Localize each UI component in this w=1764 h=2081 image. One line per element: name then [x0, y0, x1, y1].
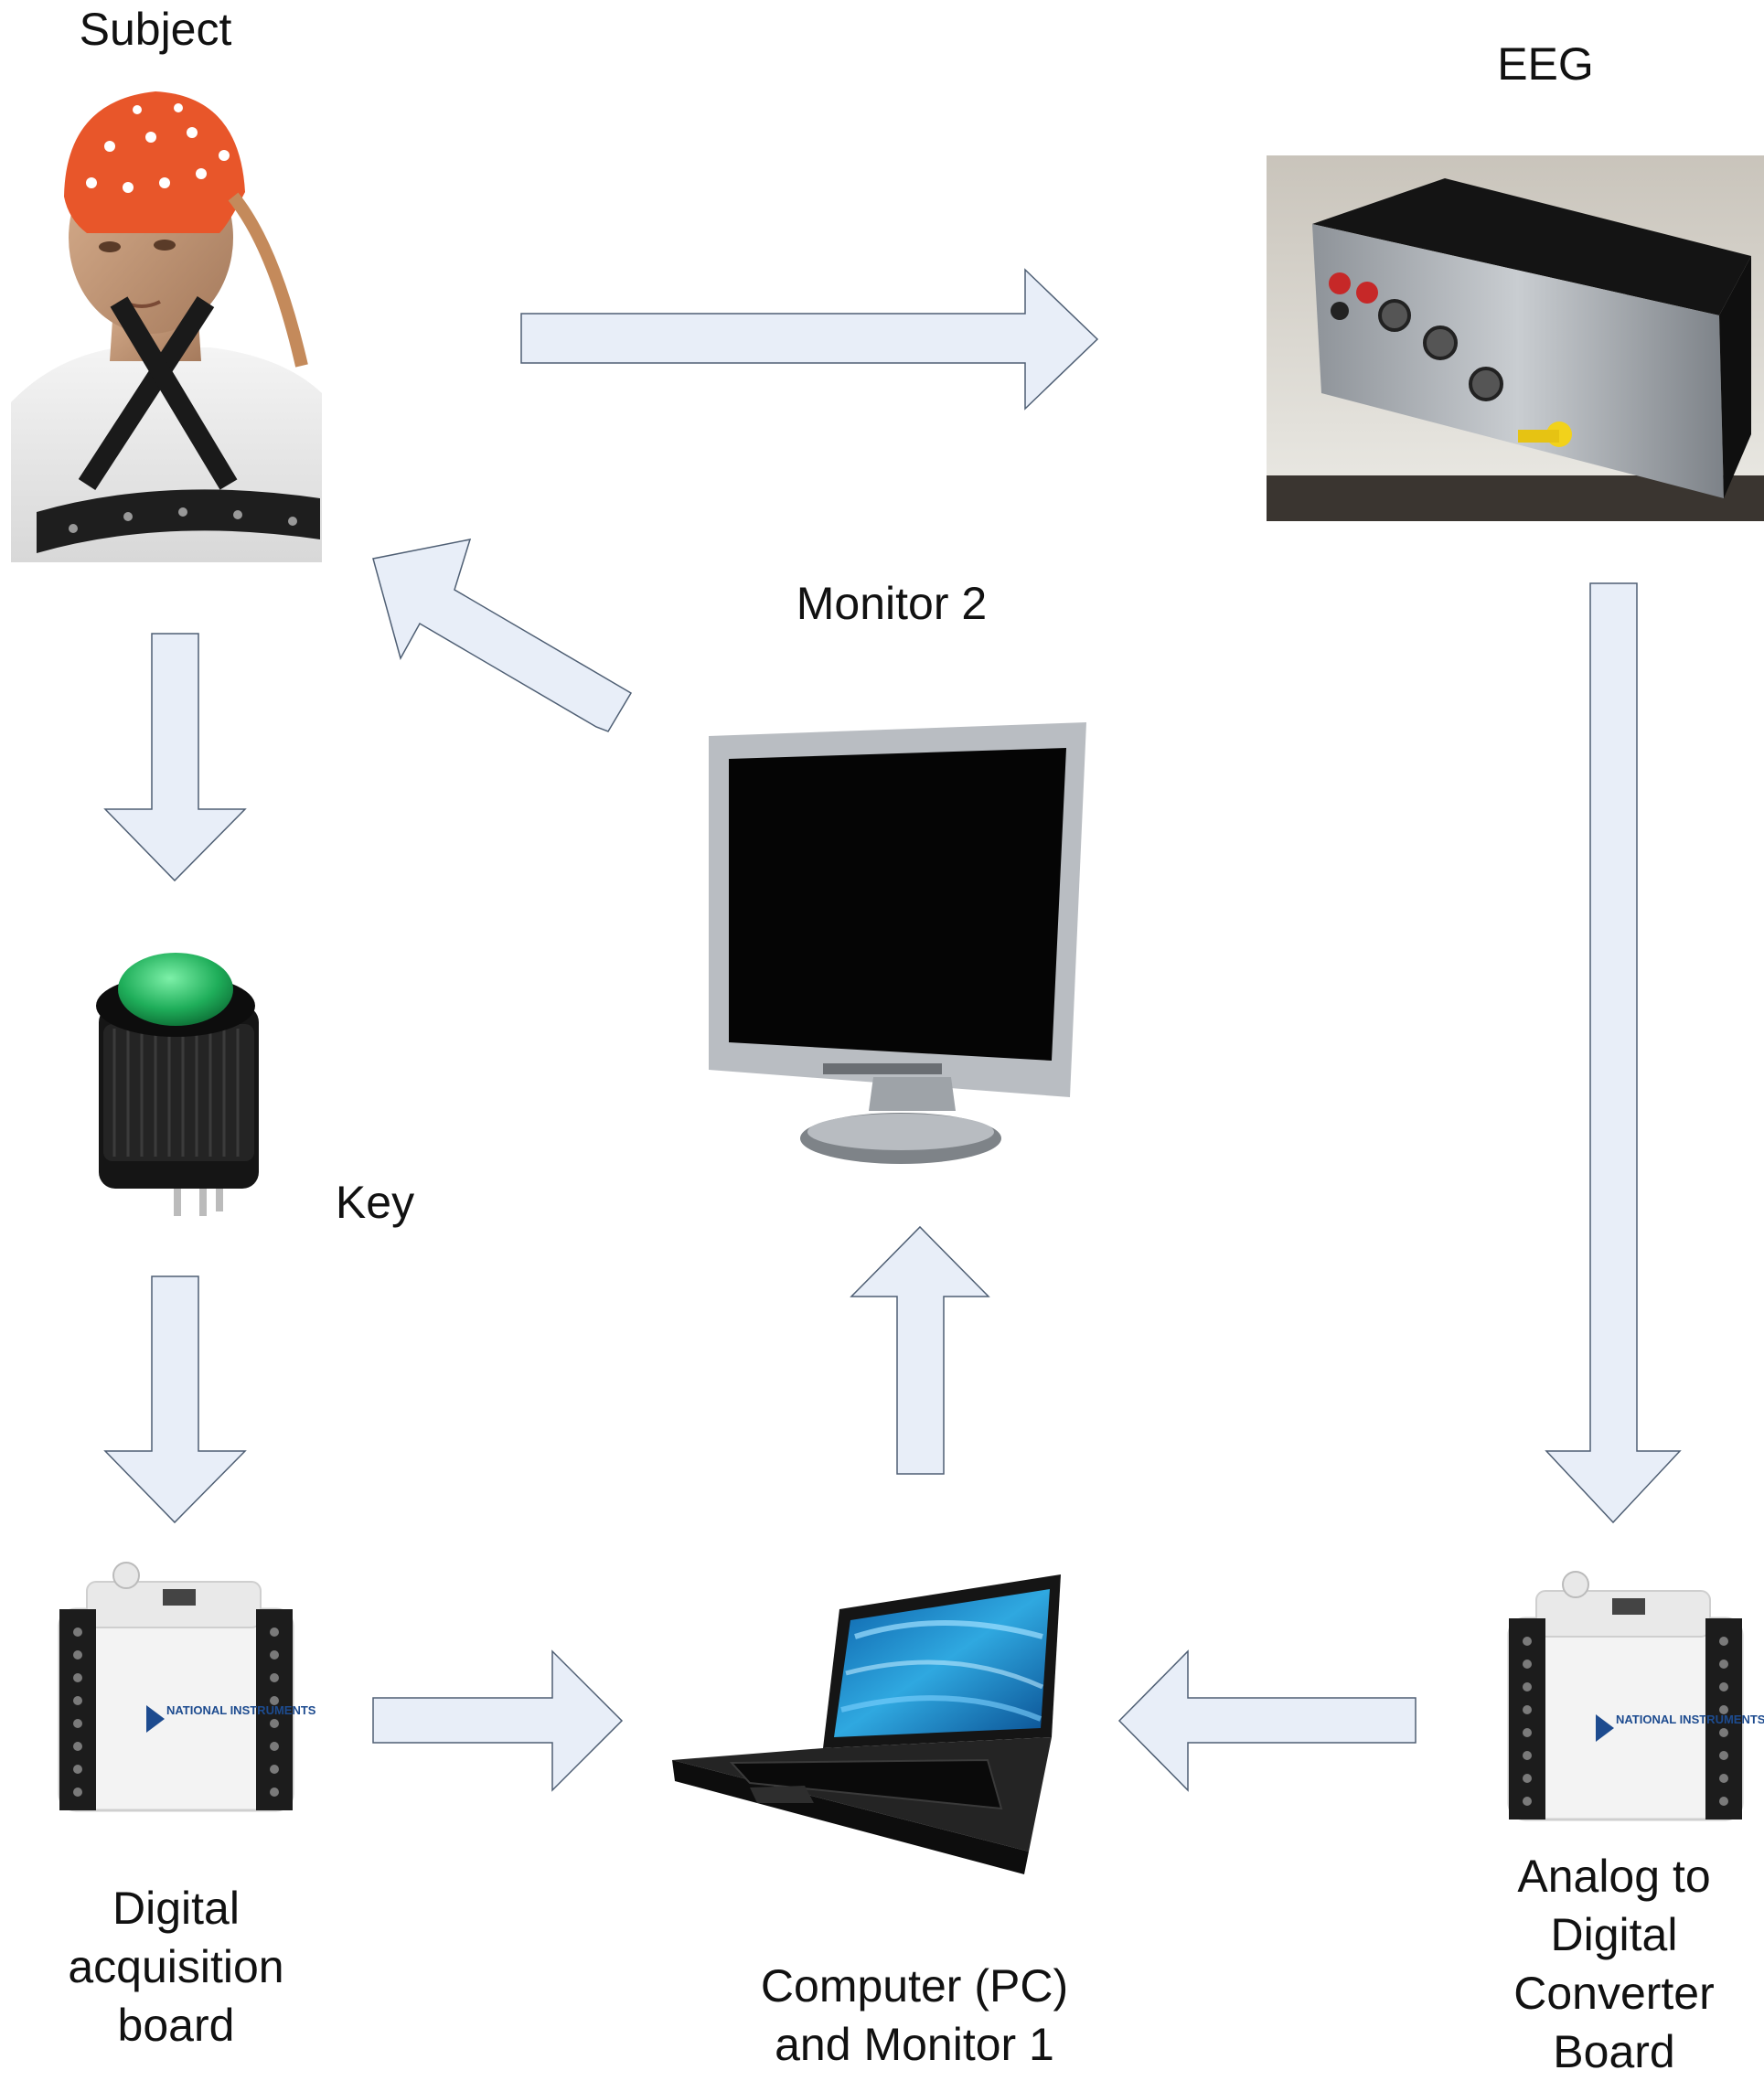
label-daq-board: Digital acquisition board: [27, 1879, 325, 2054]
adc-label-line-2: Digital: [1550, 1909, 1678, 1960]
daq-board-image: NATIONAL INSTRUMENTS: [58, 1562, 316, 1812]
eeg-amplifier-image: [1267, 155, 1764, 521]
adc-label-line-4: Board: [1553, 2026, 1675, 2077]
label-key: Key: [335, 1177, 415, 1228]
daq-brand-text: NATIONAL INSTRUMENTS: [166, 1703, 316, 1717]
arrow-monitor-to-subject: [372, 539, 633, 732]
adc-label-line-3: Converter: [1513, 1968, 1715, 2019]
arrow-pc-to-monitor: [850, 1225, 990, 1475]
pc-label-line-2: and Monitor 1: [775, 2019, 1054, 2070]
push-button-key-image: [96, 953, 259, 1216]
daq-label-line-2: acquisition: [68, 1941, 284, 1992]
daq-label-line-3: board: [117, 2000, 235, 2051]
label-adc-board: Analog to Digital Converter Board: [1463, 1847, 1764, 2081]
laptop-image: [672, 1574, 1061, 1874]
label-monitor-2: Monitor 2: [796, 578, 988, 629]
arrow-key-to-daq: [103, 1275, 247, 1524]
adc-label-line-1: Analog to: [1517, 1851, 1711, 1902]
arrow-adc-to-pc: [1117, 1649, 1417, 1792]
daq-label-line-1: Digital: [112, 1883, 240, 1934]
arrow-subject-to-eeg: [520, 268, 1099, 411]
arrow-subject-to-key: [103, 633, 247, 882]
pc-label-line-1: Computer (PC): [760, 1960, 1069, 2012]
arrow-daq-to-pc: [372, 1649, 624, 1792]
label-computer: Computer (PC) and Monitor 1: [704, 1957, 1125, 2074]
subject-eeg-cap-image: [11, 91, 322, 562]
label-subject: Subject: [79, 4, 232, 55]
arrow-eeg-to-adc: [1545, 582, 1682, 1524]
adc-board-image: NATIONAL INSTRUMENTS: [1507, 1571, 1764, 1821]
label-eeg: EEG: [1497, 38, 1594, 90]
monitor-image: [709, 722, 1086, 1164]
adc-brand-text: NATIONAL INSTRUMENTS: [1616, 1713, 1764, 1726]
